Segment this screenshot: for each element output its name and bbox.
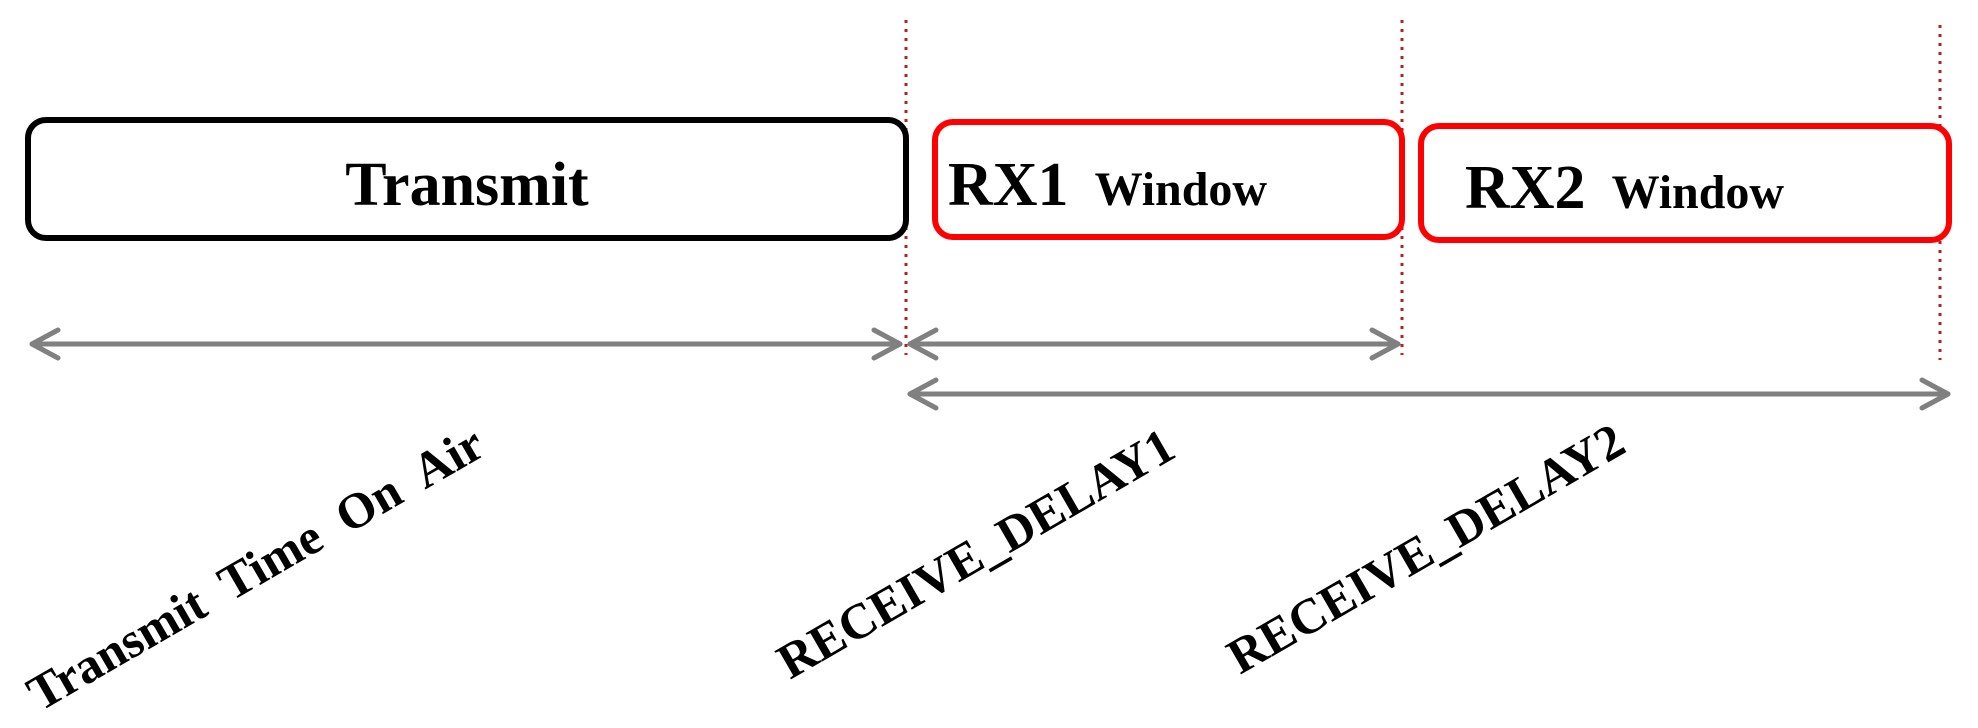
rx1-window-box: RX1 Window	[932, 119, 1405, 240]
arrow-toa-head-right	[871, 327, 903, 361]
rx1-label-main: RX1	[948, 151, 1069, 219]
arrow-rd1-head-left	[907, 327, 939, 361]
arrow-rd2-head-left	[907, 377, 939, 411]
arrow-receive-delay2	[907, 377, 1951, 411]
label-receive-delay1: RECEIVE_DELAY1	[768, 417, 1184, 690]
rx2-window-box: RX2 Window	[1418, 123, 1952, 243]
rx2-window-box-frame	[1418, 123, 1952, 243]
transmit-box-frame	[25, 117, 909, 241]
label-receive-delay2: RECEIVE_DELAY2	[1218, 412, 1634, 685]
rx2-label-sub: Window	[1612, 166, 1785, 219]
arrow-rd2-head-right	[1919, 377, 1951, 411]
rx2-window-label: RX2 Window	[1465, 154, 1784, 222]
arrow-toa-head-left	[29, 327, 61, 361]
transmit-box-label: Transmit	[345, 151, 589, 219]
rx1-label-sub: Window	[1095, 163, 1268, 216]
rx1-window-label: RX1 Window	[948, 151, 1267, 219]
rx2-label-main: RX2	[1465, 154, 1586, 222]
rx1-window-box-frame	[932, 119, 1405, 240]
label-transmit-time-on-air: Transmit Time On Air	[18, 415, 493, 722]
arrow-transmit-time-on-air	[29, 327, 903, 361]
transmit-box: Transmit	[25, 117, 909, 241]
arrow-receive-delay1	[907, 327, 1401, 361]
arrow-rd1-head-right	[1369, 327, 1401, 361]
